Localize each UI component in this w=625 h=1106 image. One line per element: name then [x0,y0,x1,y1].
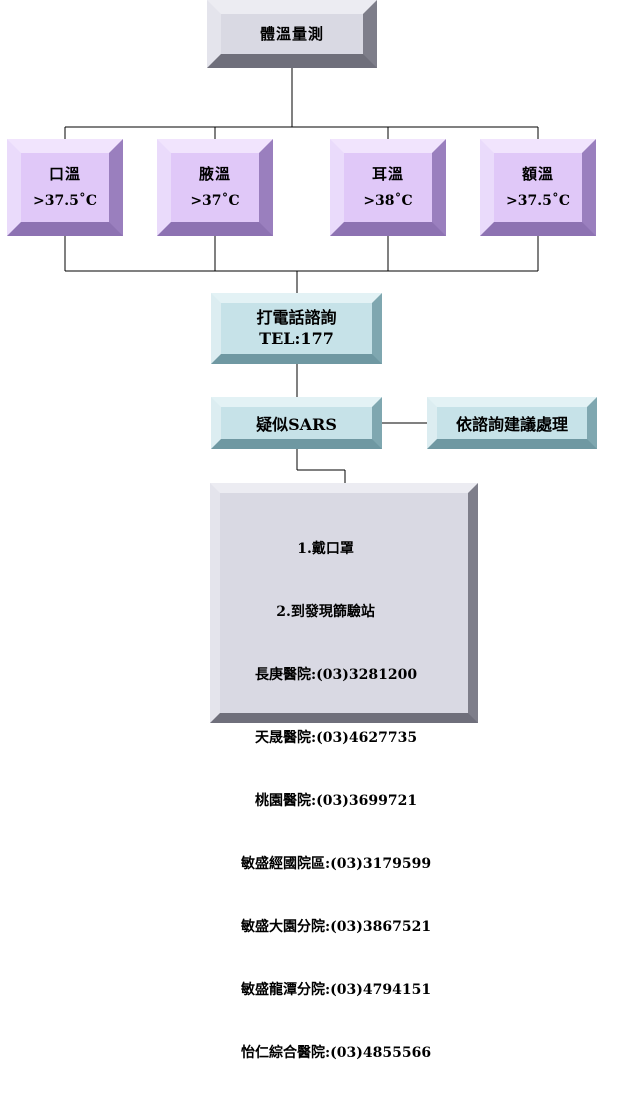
step-screening-station: 2.到發現篩驗站 [276,604,375,620]
suspected-sars-box: 疑似SARS [211,397,382,449]
measure-threshold: >37.5˚C [33,193,97,209]
hospital-item: 敏盛龍潭分院:(03)4794151 [241,982,432,998]
body-temperature-label: 體溫量測 [259,24,324,43]
measure-box-forehead: 額溫 >37.5˚C [480,139,596,236]
measure-threshold: >37˚C [190,193,240,209]
measure-box-oral: 口溫 >37.5˚C [7,139,123,236]
measure-method: 耳溫 [371,165,404,183]
call-phone-number: TEL:177 [259,328,334,348]
body-temperature-box: 體溫量測 [207,0,377,68]
hospital-item: 敏盛大園分院:(03)3867521 [241,919,432,935]
connector-lines [64,68,539,483]
step-mask: 1.戴口罩 [297,541,354,557]
hospital-item: 長庚醫院:(03)3281200 [255,667,418,683]
hospital-item: 怡仁綜合醫院:(03)4855566 [241,1045,432,1061]
measure-method: 腋溫 [198,165,231,183]
hospital-item: 天晟醫院:(03)4627735 [255,730,418,746]
measure-threshold: >38˚C [363,193,413,209]
suspected-sars-label: 疑似SARS [256,415,337,434]
measure-method: 額溫 [521,165,554,183]
follow-advice-box: 依諮詢建議處理 [427,397,597,449]
follow-advice-label: 依諮詢建議處理 [455,415,568,434]
instructions-text: 1.戴口罩 2.到發現篩驗站 長庚醫院:(03)3281200 天晟醫院:(03… [220,497,431,1106]
measure-method: 口溫 [48,165,81,183]
measure-threshold: >37.5˚C [506,193,570,209]
call-consult-box: 打電話諮詢 TEL:177 [211,293,382,364]
call-consult-label: 打電話諮詢 [256,307,337,327]
measure-box-ear: 耳溫 >38˚C [330,139,446,236]
hospital-item: 敏盛經國院區:(03)3179599 [241,856,432,872]
measure-box-axillary: 腋溫 >37˚C [157,139,273,236]
instructions-box: 1.戴口罩 2.到發現篩驗站 長庚醫院:(03)3281200 天晟醫院:(03… [210,483,478,1061]
hospital-item: 桃園醫院:(03)3699721 [255,793,418,809]
